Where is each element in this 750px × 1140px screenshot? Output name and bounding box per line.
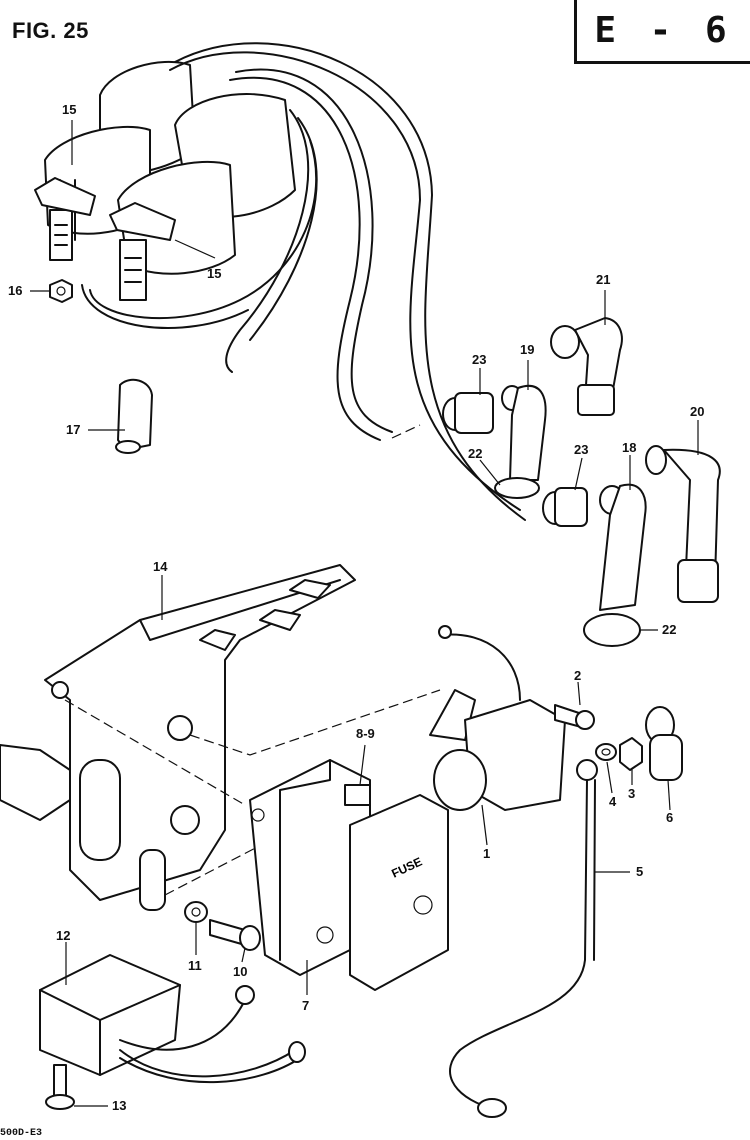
sheet-code: E - 6 [594, 10, 733, 51]
cap-seal-23-upper[interactable] [442, 392, 494, 434]
fuse-cover[interactable]: FUSE [349, 794, 449, 991]
callout-3: 3 [628, 786, 636, 801]
callout-11: 11 [188, 958, 202, 973]
ignition-coil-front[interactable] [109, 93, 296, 301]
callout-15-front: 15 [207, 266, 222, 281]
callout-17: 17 [66, 422, 81, 437]
callout-18: 18 [622, 440, 637, 455]
callout-4: 4 [609, 794, 617, 809]
plug-cap-19[interactable] [494, 384, 547, 499]
fuse-8-9[interactable] [344, 784, 371, 806]
plug-cap-20[interactable] [645, 445, 721, 603]
fuse-box-7[interactable] [249, 759, 371, 976]
callout-20: 20 [690, 404, 705, 419]
callout-8-9: 8-9 [356, 726, 375, 741]
callout-16: 16 [8, 283, 23, 298]
bracket-14[interactable] [0, 564, 356, 911]
regulator-rectifier-12[interactable] [39, 954, 306, 1084]
footer-code: 500D-E3 [0, 1128, 43, 1139]
high-tension-leads [81, 42, 526, 521]
callout-19: 19 [520, 342, 535, 357]
starter-relay-1[interactable] [429, 625, 566, 811]
callout-12: 12 [56, 928, 71, 943]
plug-cap-18[interactable] [583, 483, 647, 647]
sheet-code-box: E - 6 [574, 0, 750, 64]
leader-lines [30, 120, 699, 1107]
callout-13: 13 [112, 1098, 127, 1113]
figure-title: FIG. 25 [12, 18, 89, 43]
callout-22-upper: 22 [468, 446, 483, 461]
callout-22-lower: 22 [662, 622, 677, 637]
ground-lead-5[interactable] [449, 759, 598, 1118]
callout-7: 7 [302, 998, 310, 1013]
bolt-13[interactable] [45, 1064, 75, 1110]
callout-15-rear: 15 [62, 102, 77, 117]
bolt-2[interactable] [554, 704, 595, 730]
callout-21: 21 [596, 272, 611, 287]
clamp-17[interactable] [115, 378, 153, 454]
callout-23-upper: 23 [472, 352, 487, 367]
callout-2: 2 [574, 668, 582, 683]
callout-5: 5 [636, 864, 644, 879]
washer-11[interactable] [184, 901, 208, 923]
terminal-cap-6[interactable] [645, 706, 683, 781]
callout-6: 6 [666, 810, 674, 825]
nut-3[interactable] [619, 737, 643, 771]
callout-1: 1 [483, 846, 491, 861]
washer-4[interactable] [595, 743, 617, 761]
nut-16[interactable] [49, 279, 73, 303]
callout-10: 10 [233, 964, 248, 979]
callout-23-lower: 23 [574, 442, 589, 457]
cap-seal-23-lower[interactable] [542, 487, 588, 527]
callout-14: 14 [153, 559, 168, 574]
screw-10[interactable] [209, 919, 261, 951]
plug-cap-21[interactable] [550, 317, 623, 416]
